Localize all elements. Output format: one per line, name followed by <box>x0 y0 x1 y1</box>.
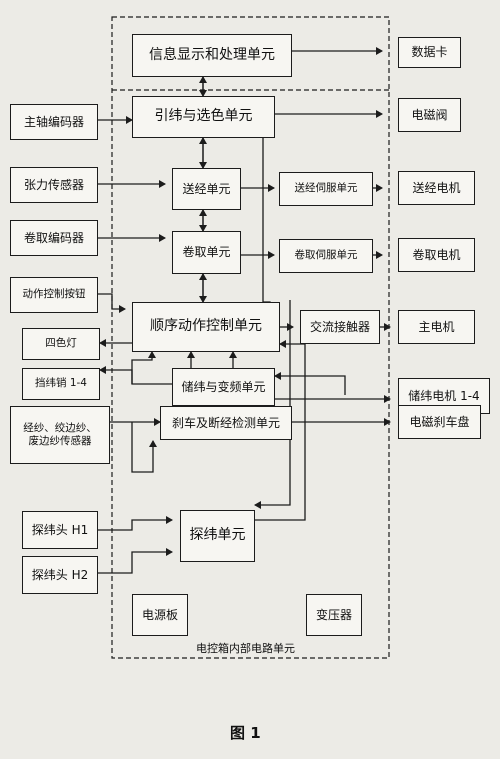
takeup-encoder-box: 卷取编码器 <box>10 220 98 256</box>
probe-h2-box: 探纬头 H2 <box>22 556 98 594</box>
weft-color-unit: 引纬与选色单元 <box>132 96 275 138</box>
let-off-motor-box: 送经电机 <box>398 171 475 205</box>
takeup-servo-box: 卷取伺服单元 <box>279 239 373 273</box>
yarn-sensor-box: 经纱、绞边纱、 废边纱传感器 <box>10 406 110 464</box>
brake-check-unit: 刹车及断经检测单元 <box>160 406 292 440</box>
action-button-box: 动作控制按钮 <box>10 277 98 313</box>
enclosure-borders <box>111 16 390 659</box>
main-motor-box: 主电机 <box>398 310 475 344</box>
brake-disk-box: 电磁刹车盘 <box>398 405 481 439</box>
takeup-unit: 卷取单元 <box>172 231 241 274</box>
transformer-box: 变压器 <box>306 594 362 636</box>
let-off-unit: 送经单元 <box>172 168 241 210</box>
data-card-box: 数据卡 <box>398 37 461 68</box>
weft-pin-box: 挡纬销 1-4 <box>22 368 100 400</box>
probe-h1-box: 探纬头 H1 <box>22 511 98 549</box>
sequence-control-unit: 顺序动作控制单元 <box>132 302 280 352</box>
let-off-servo-box: 送经伺服单元 <box>279 172 373 206</box>
four-color-lamp-box: 四色灯 <box>22 328 100 360</box>
figure-caption: 图 1 <box>230 724 261 742</box>
spindle-encoder-box: 主轴编码器 <box>10 104 98 140</box>
ac-contactor-box: 交流接触器 <box>300 310 380 344</box>
weft-probe-unit: 探纬单元 <box>180 510 255 562</box>
weft-storage-unit: 储纬与变频单元 <box>172 368 275 406</box>
info-display-unit: 信息显示和处理单元 <box>132 34 292 77</box>
power-board-box: 电源板 <box>132 594 188 636</box>
solenoid-valve-box: 电磁阀 <box>398 98 461 132</box>
takeup-motor-box: 卷取电机 <box>398 238 475 272</box>
tension-sensor-box: 张力传感器 <box>10 167 98 203</box>
enclosure-label: 电控箱内部电路单元 <box>196 642 295 655</box>
